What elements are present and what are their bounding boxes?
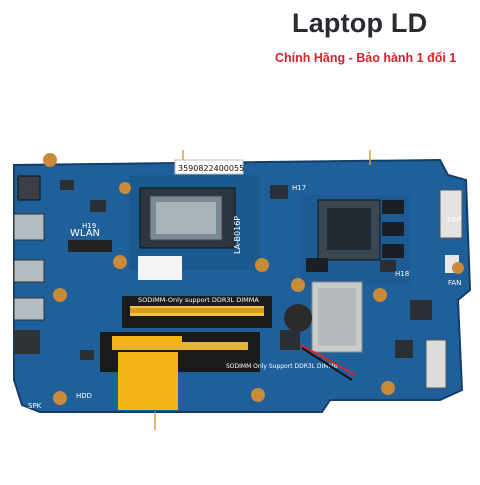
cpu-chip bbox=[139, 187, 236, 249]
white-pad bbox=[138, 256, 182, 280]
wlan-connector bbox=[68, 240, 112, 252]
label-edp: EDP bbox=[447, 216, 461, 224]
usb-port bbox=[13, 213, 45, 241]
audio-jack bbox=[14, 330, 40, 354]
battery-connector bbox=[425, 339, 447, 389]
vram-chip bbox=[382, 200, 404, 214]
edp-connector bbox=[439, 189, 463, 239]
sodimm-top-label: SODIMM-Only support DDR3L DIMMA bbox=[138, 296, 259, 304]
label-h18: H18 bbox=[395, 270, 409, 278]
vram-chip bbox=[382, 244, 404, 258]
label-h19: H19 bbox=[82, 222, 96, 230]
usb-port bbox=[13, 297, 45, 321]
mount-holes bbox=[43, 153, 464, 405]
dc-jack bbox=[17, 175, 41, 201]
sodimm-slot-b: SODIMM Only Support DDR3L DIMMB bbox=[100, 332, 338, 410]
label-fan: FAN bbox=[448, 279, 461, 287]
brand-subtitle: Chính Hãng - Bảo hành 1 đổi 1 bbox=[275, 51, 457, 65]
label-h17: H17 bbox=[292, 184, 306, 192]
vram-chip bbox=[306, 258, 328, 272]
usb-port bbox=[13, 259, 45, 283]
fan-area bbox=[284, 281, 363, 381]
serial-sticker bbox=[174, 159, 244, 175]
wlan-label: WLAN bbox=[70, 228, 100, 239]
yellow-sticker bbox=[112, 336, 182, 346]
sodimm-bottom-label: SODIMM Only Support DDR3L DIMMB bbox=[226, 363, 338, 370]
smd-components bbox=[60, 180, 432, 360]
label-hdd: HDD bbox=[76, 392, 92, 400]
label-spk: SPK bbox=[28, 402, 42, 410]
sodimm-slot-a: SODIMM-Only support DDR3L DIMMA bbox=[122, 296, 272, 328]
model-label: LA-B016P bbox=[233, 216, 242, 254]
brand-title: Laptop LD bbox=[292, 8, 428, 38]
vram-chip bbox=[382, 222, 404, 236]
gpu-chip bbox=[317, 199, 381, 261]
yellow-sticker bbox=[118, 352, 178, 410]
serial-number: 3590822400055 bbox=[178, 164, 244, 173]
